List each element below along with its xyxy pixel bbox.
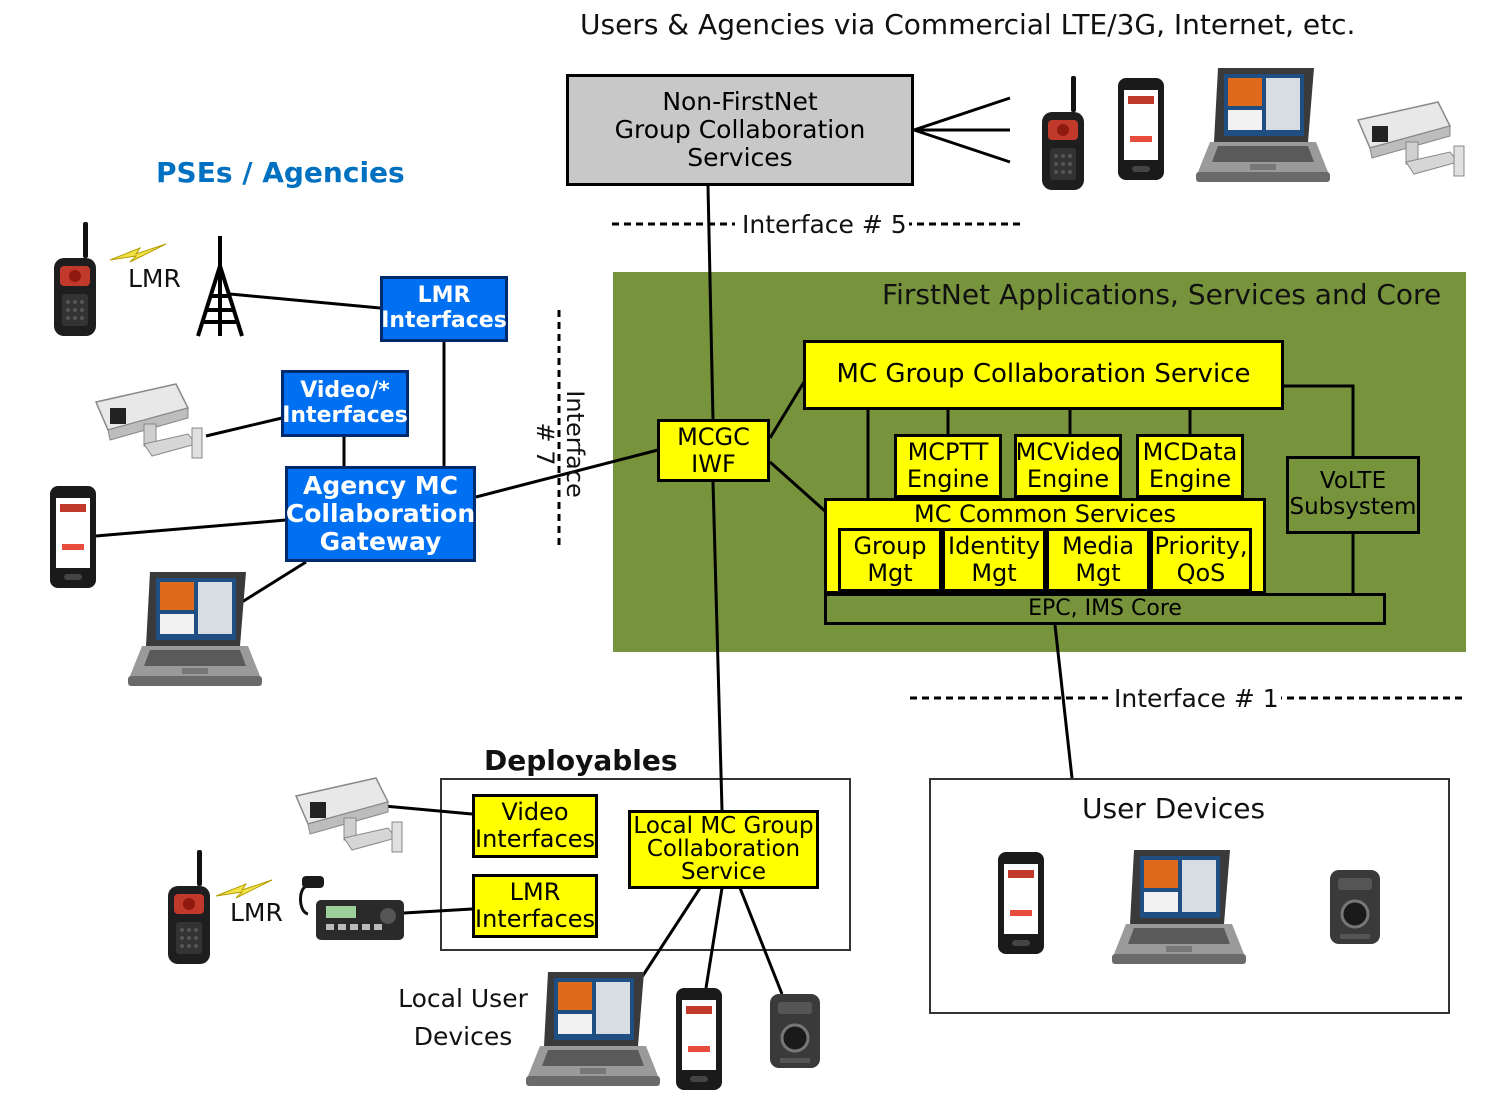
identity-mgt-box[interactable]: Identity Mgt xyxy=(942,528,1046,592)
lmr-radio-label-top: LMR xyxy=(128,264,181,293)
non-firstnet-services-box[interactable]: Non-FirstNet Group Collaboration Service… xyxy=(566,74,914,186)
deployable-lmr-interfaces-box[interactable]: LMR Interfaces xyxy=(472,874,598,938)
mc-group-service-box[interactable]: MC Group Collaboration Service xyxy=(803,340,1284,410)
lmr-radio-label-bottom: LMR xyxy=(230,898,283,927)
epc-ims-core-box[interactable]: EPC, IMS Core xyxy=(824,593,1386,625)
mcvideo-engine-box[interactable]: MCVideo Engine xyxy=(1014,434,1122,498)
pse-agencies-title: PSEs / Agencies xyxy=(156,156,405,189)
interface-1-label: Interface # 1 xyxy=(1112,684,1281,713)
deployables-title: Deployables xyxy=(484,744,678,777)
mcdata-engine-box[interactable]: MCData Engine xyxy=(1136,434,1244,498)
priority-qos-box[interactable]: Priority, QoS xyxy=(1150,528,1252,592)
mc-common-services-label: MC Common Services xyxy=(913,500,1177,528)
video-interfaces-box[interactable]: Video/* Interfaces xyxy=(281,370,409,437)
interface-5-label: Interface # 5 xyxy=(740,210,909,239)
agency-gateway-box[interactable]: Agency MC Collaboration Gateway xyxy=(285,466,476,562)
mcptt-engine-box[interactable]: MCPTT Engine xyxy=(894,434,1002,498)
group-mgt-box[interactable]: Group Mgt xyxy=(838,528,942,592)
media-mgt-box[interactable]: Media Mgt xyxy=(1046,528,1150,592)
user-devices-title: User Devices xyxy=(1082,792,1266,825)
local-user-devices-label: Local User Devices xyxy=(398,984,528,1051)
interface-7-label: Interface # 7 xyxy=(531,390,589,498)
core-title: FirstNet Applications, Services and Core xyxy=(882,278,1442,311)
lmr-interfaces-box[interactable]: LMR Interfaces xyxy=(380,276,508,342)
local-mc-service-box[interactable]: Local MC Group Collaboration Service xyxy=(628,810,819,889)
user-devices-zone xyxy=(929,778,1450,1014)
deployable-video-interfaces-box[interactable]: Video Interfaces xyxy=(472,794,598,858)
top-caption: Users & Agencies via Commercial LTE/3G, … xyxy=(580,8,1356,41)
mcgc-iwf-box[interactable]: MCGC IWF xyxy=(657,419,770,482)
volte-subsystem-box[interactable]: VoLTE Subsystem xyxy=(1286,456,1420,534)
deployables-zone xyxy=(440,778,851,951)
